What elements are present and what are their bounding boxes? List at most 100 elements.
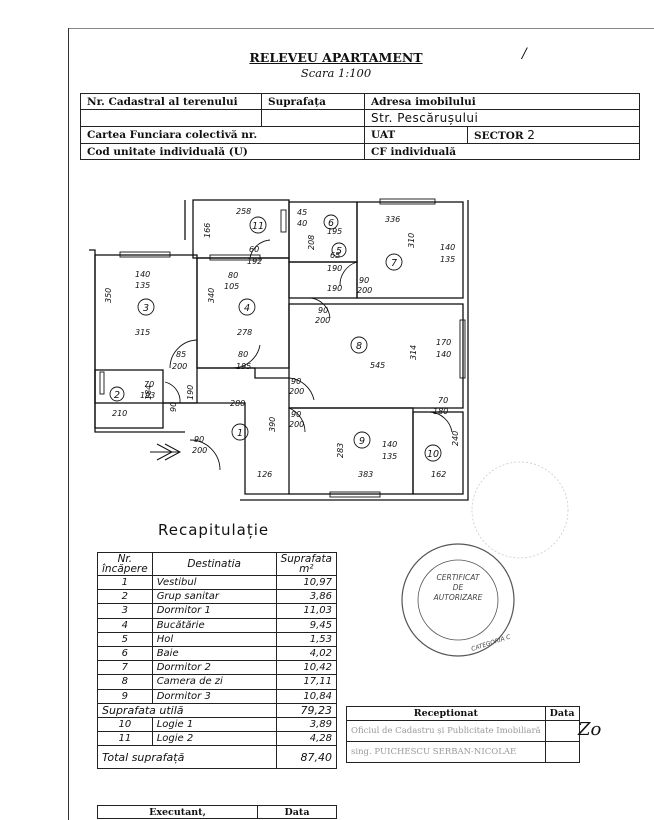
table-row: sing. PUICHESCU SERBAN-NICOLAE [346, 741, 580, 763]
room-number-7: 7 [391, 258, 397, 269]
wall-vestibul-top [197, 367, 289, 379]
dim-195-4: 195 [236, 362, 251, 371]
dim-200-1: 200 [289, 387, 304, 396]
door-swing-entry [189, 439, 221, 471]
page-left-border [68, 28, 69, 820]
room-number-4: 4 [244, 303, 250, 314]
dim-258: 258 [236, 207, 251, 216]
executant-data-label: Data [257, 805, 337, 819]
sector-value: 2 [527, 128, 536, 142]
dim-65: 65 [330, 251, 340, 260]
wall-room-5 [288, 261, 358, 299]
dim-70-2: 70 [144, 380, 154, 389]
dim-208: 208 [307, 235, 316, 250]
dim-350: 350 [104, 288, 113, 303]
recap-col-dest: Destinatia [151, 552, 277, 576]
document-title: RELEVEU APARTAMENT [249, 50, 423, 65]
stamp-inner-ring [417, 559, 499, 641]
dim-210: 210 [112, 409, 127, 418]
dim-80-b: 80 [238, 350, 248, 359]
dim-140-8: 140 [436, 350, 451, 359]
door-swing-3 [169, 339, 198, 369]
wall-room-7 [356, 201, 464, 299]
dim-336: 336 [385, 215, 400, 224]
room-number-11: 11 [252, 221, 264, 232]
dim-192: 192 [247, 257, 262, 266]
dim-90-entry: 90 [194, 435, 204, 444]
dim-280: 280 [230, 399, 245, 408]
receptionat-table: Receptionat Data Oficiul de Cadastru și … [346, 706, 580, 763]
door-swing-10 [429, 411, 453, 433]
authorization-stamp: CERTIFICAT DE AUTORIZARE CATEGORIA C [401, 461, 569, 657]
stamp-outer-ring [401, 543, 515, 657]
document-scale: Scara 1:100 [300, 66, 372, 80]
dim-310: 310 [407, 233, 416, 248]
wall-room-9 [288, 407, 414, 495]
dim-184: 184 [144, 385, 153, 400]
room-number-10: 10 [427, 449, 439, 460]
receptionat-data-label: Data [544, 706, 580, 721]
room-number-2: 2 [114, 390, 120, 401]
window-room-9 [329, 491, 381, 498]
executant-table: Executant, Data [97, 805, 337, 819]
door-swing-9 [288, 407, 306, 433]
dim-340: 340 [207, 288, 216, 303]
dim-200-9: 200 [289, 420, 304, 429]
room-numbers: 3 4 8 7 11 6 5 1 2 9 10 [109, 214, 442, 462]
dim-162: 162 [431, 470, 446, 479]
recap-col-sup: Suprafata m² [275, 552, 338, 576]
cf-individuala-label: CF individuală [364, 143, 640, 160]
dim-45: 45 [297, 208, 307, 217]
page-top-border [68, 28, 654, 29]
wall-room-10 [412, 411, 464, 495]
door-swing-8 [288, 377, 315, 401]
dim-195: 195 [327, 227, 342, 236]
dim-140-7: 140 [440, 243, 455, 252]
stamp-line-3: AUTORIZARE [433, 593, 483, 602]
dim-90-1: 90 [291, 377, 301, 386]
door-swing-11 [249, 239, 271, 259]
dim-278: 278 [237, 328, 252, 337]
dim-90-2: 90 [169, 402, 178, 412]
dim-105: 105 [224, 282, 239, 291]
dim-126: 126 [257, 470, 272, 479]
dim-200-entry: 200 [192, 446, 207, 455]
window-room-2 [99, 371, 105, 395]
window-room-7 [379, 198, 436, 205]
dim-180: 180 [433, 407, 448, 416]
dim-190-b: 190 [327, 284, 342, 293]
stamp-line-1: CERTIFICAT [437, 573, 481, 582]
room-number-6: 6 [328, 218, 334, 229]
room-number-9: 9 [359, 436, 365, 447]
door-swing-7 [339, 261, 358, 287]
room-number-1: 1 [237, 428, 243, 439]
adresa-value: Str. Pescărușului [364, 109, 640, 127]
door-swing-5 [310, 297, 331, 319]
dim-90-8: 90 [318, 306, 328, 315]
dim-70-10: 70 [438, 396, 448, 405]
faint-stamp [471, 461, 569, 559]
plan-door-swings [164, 239, 453, 471]
dim-60: 60 [249, 245, 259, 254]
executant-label: Executant, [97, 805, 258, 819]
dim-140-3: 140 [135, 270, 150, 279]
dim-390: 390 [268, 417, 277, 432]
dim-315: 315 [135, 328, 150, 337]
dim-90-7: 90 [359, 276, 369, 285]
window-room-4 [209, 254, 261, 261]
table-row: Oficiul de Cadastru și Publicitate Imobi… [346, 720, 580, 742]
plan-walls [89, 199, 469, 501]
stamp-line-2: DE [453, 583, 464, 592]
room-number-3: 3 [143, 303, 149, 314]
dim-314: 314 [409, 345, 418, 360]
receptionat-label: Receptionat [346, 706, 546, 721]
